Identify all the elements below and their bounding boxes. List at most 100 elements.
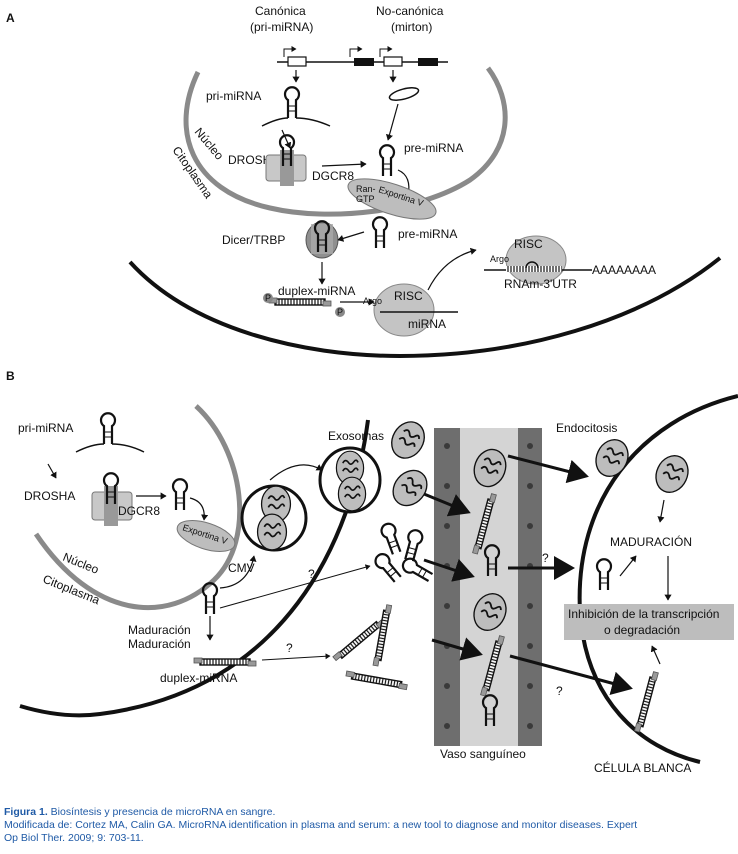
- vessel-wall-cell: [444, 483, 450, 489]
- arrow-exo-maduracion: [657, 499, 665, 523]
- vessel-wall-cell: [527, 643, 533, 649]
- phosphate-a1: [263, 293, 273, 303]
- polya-label: AAAAAAAA: [592, 263, 656, 277]
- phosphate-a1-label: P: [265, 293, 271, 303]
- transport-arrows: [423, 454, 633, 695]
- panel-b-label: B: [6, 369, 15, 383]
- maduracion-caps-label: MADURACIÓN: [610, 534, 692, 549]
- canonical-label: Canónica: [255, 4, 306, 18]
- duplex-label-b: duplex-miRNA: [160, 671, 237, 685]
- inhibition-line-2: o degradación: [604, 623, 680, 637]
- blood-vessel: [434, 428, 542, 746]
- vessel-wall-cell: [527, 483, 533, 489]
- mrna-bulge: [525, 261, 539, 269]
- argo-bottom-label: Argo: [363, 296, 382, 306]
- inhibition-line-1: Inhibición de la transcripción: [568, 607, 719, 621]
- q3-label: ?: [542, 551, 549, 565]
- caption-line-3: Op Biol Ther. 2009; 9: 703-11.: [4, 832, 144, 844]
- pre-mirna-hairpin-b: [171, 478, 189, 512]
- cell-hairpin: [595, 558, 613, 592]
- pre-mirna-hairpin-nuc: [378, 144, 396, 178]
- free-duplex-2: [372, 603, 393, 668]
- inhibition-box: [564, 604, 734, 640]
- free-duplex-3: [344, 670, 409, 691]
- vessel-label: Vaso sanguíneo: [440, 747, 526, 761]
- arrow-pri-drosha: [281, 129, 292, 149]
- drosha-label-b: DROSHA: [24, 489, 75, 503]
- drosha-complex-b: [91, 472, 133, 526]
- arrow-cmv-exosomes: [269, 464, 323, 481]
- noncanonical-label: No-canónica: [376, 4, 444, 18]
- exosome-3: [384, 415, 432, 465]
- gtp-label: GTP: [356, 194, 375, 204]
- free-hairpin-3: [371, 550, 405, 585]
- arrow-mirton-pre: [385, 103, 399, 141]
- phosphate-a2: [335, 307, 345, 317]
- pre-mirna-label-cyto: pre-miRNA: [398, 227, 457, 241]
- maduracion-label-2: Maduración: [128, 637, 191, 651]
- exportin-a: [347, 178, 437, 220]
- endocytosed-exosome-2: [649, 449, 695, 499]
- exosomas-label: Exosomas: [328, 429, 384, 443]
- free-hairpin-1: [378, 520, 405, 557]
- dicer-label: Dicer/TRBP: [222, 233, 285, 247]
- arrow-pre-cmv: [219, 555, 257, 589]
- vessel-wall-cell: [444, 723, 450, 729]
- dgcr8-label-a: DGCR8: [312, 169, 354, 183]
- dgcr8-label-b: DGCR8: [118, 504, 160, 518]
- canonical-sub: (pri-miRNA): [250, 20, 313, 34]
- arrow-duplex-out: [261, 653, 331, 661]
- arrow-drosha-pre: [321, 160, 367, 168]
- cell-membrane-b-right: [577, 394, 738, 764]
- nuclear-envelope-b: [33, 404, 243, 610]
- mirna-label: miRNA: [408, 317, 446, 331]
- vessel-wall-cell: [527, 723, 533, 729]
- endocitosis-label: Endocitosis: [556, 421, 617, 435]
- vessel-wall-cell: [527, 443, 533, 449]
- caption-line-1: Figura 1. Biosíntesis y presencia de mic…: [4, 806, 736, 819]
- cmv-vesicle-2: [256, 513, 288, 551]
- caption-title-text: Biosíntesis y presencia de microRNA en s…: [47, 806, 276, 818]
- argo-top-label: Argo: [490, 254, 509, 264]
- arrow-hairpin-maduracion: [619, 555, 637, 577]
- celula-blanca-label: CÉLULA BLANCA: [594, 760, 691, 775]
- figure-caption: Figura 1. Biosíntesis y presencia de mic…: [4, 806, 736, 845]
- endocytosed-exosome-1: [589, 433, 635, 483]
- maduracion-label-1: Maduración: [128, 623, 191, 637]
- caption-line-2: Modificada de: Cortez MA, Calin GA. Micr…: [4, 819, 638, 831]
- vessel-wall-cell: [444, 603, 450, 609]
- pri-mirna-hairpin-a: [261, 86, 331, 127]
- ran-label: Ran-: [356, 184, 376, 194]
- rnam-label: RNAm-3'UTR: [504, 277, 577, 291]
- pri-mirna-label-a: pri-miRNA: [206, 89, 261, 103]
- exportin-b: [176, 520, 236, 552]
- risc-top-label: RISC: [514, 237, 543, 251]
- vessel-wall-cell: [444, 443, 450, 449]
- arrow-pre-vessel: [219, 564, 371, 609]
- cell-membrane: [128, 256, 722, 359]
- pri-mirna-label-b: pri-miRNA: [18, 421, 73, 435]
- arrow-duplex-inhibicion: [650, 645, 661, 665]
- pri-mirna-hairpin-b: [75, 412, 145, 453]
- arrow-pre-export-b: [189, 497, 209, 521]
- cell-duplex: [633, 670, 660, 734]
- arrow-risc-mrna: [427, 247, 477, 291]
- duplex-strand-b: [193, 657, 257, 667]
- drosha-complex-a: [265, 134, 307, 186]
- vessel-wall-cell: [444, 683, 450, 689]
- panel-b: B Vaso sanguíneo pri-miRNA DROSHA DGCR8: [6, 369, 738, 775]
- panel-a: A Canónica (pri-miRNA) No-canónica (mirt…: [6, 4, 722, 359]
- q4-label: ?: [556, 684, 563, 698]
- duplex-label-a: duplex-miRNA: [278, 284, 355, 298]
- mrna-duplex-region: [506, 266, 562, 272]
- q2-label: ?: [286, 641, 293, 655]
- arrow-pri-drosha-b: [47, 463, 57, 479]
- gene-track: [277, 46, 448, 83]
- vessel-wall-cell: [527, 523, 533, 529]
- vessel-wall-cell: [527, 603, 533, 609]
- free-hairpin-2: [401, 527, 425, 564]
- exosome-2: [337, 476, 367, 512]
- mirton-loop: [388, 87, 420, 101]
- pre-mirna-hairpin-cyto: [371, 216, 389, 250]
